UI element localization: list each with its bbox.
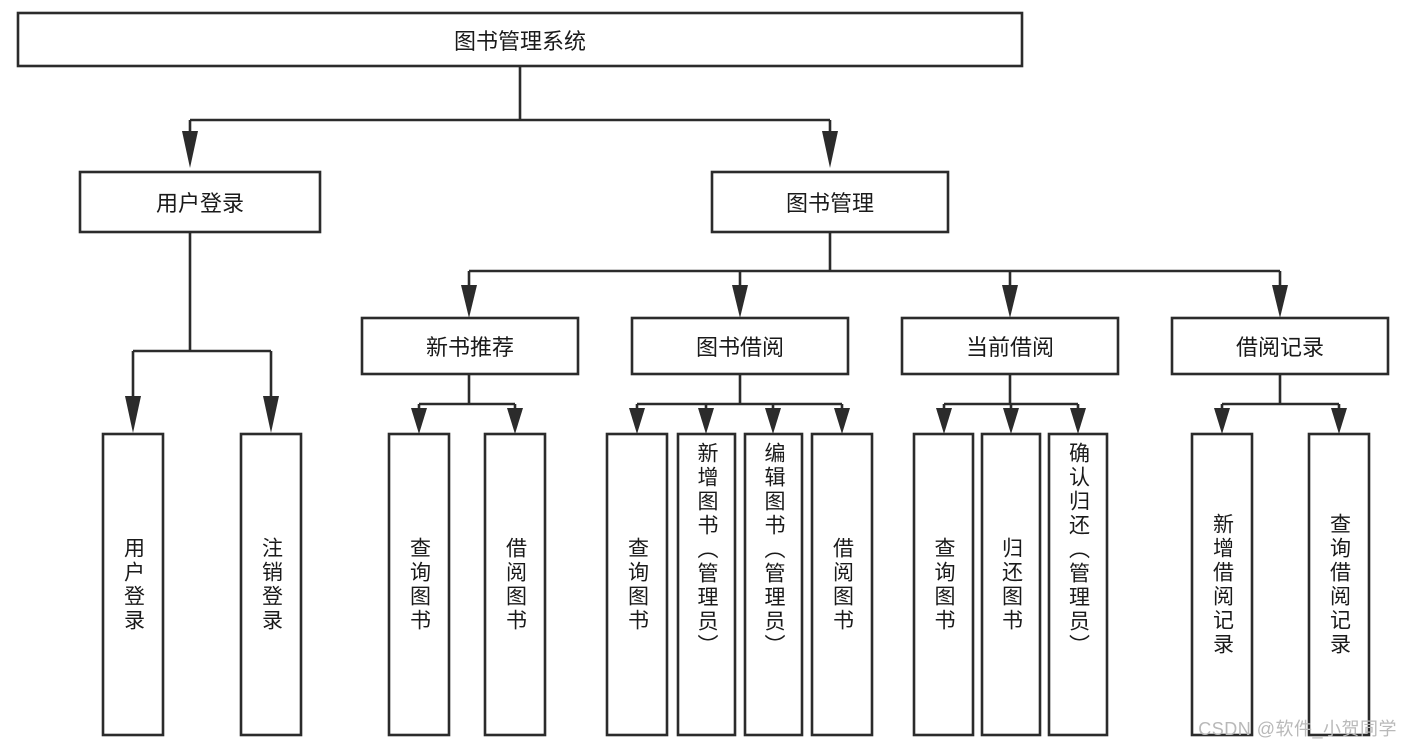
arrowhead-leaf-add-record xyxy=(1214,408,1230,434)
node-box-root[interactable] xyxy=(16,11,1024,68)
arrowhead-leaf-user-login xyxy=(125,396,141,433)
node-box-leaf-borrow-book-2[interactable] xyxy=(810,432,874,737)
node-box-leaf-return-book[interactable] xyxy=(980,432,1042,737)
arrowhead-leaf-add-book xyxy=(698,408,714,434)
node-box-new-book-recommend[interactable] xyxy=(360,316,580,376)
node-box-book-management[interactable] xyxy=(710,170,950,234)
node-box-leaf-add-book[interactable] xyxy=(676,432,737,737)
connector-group-bookmanagement-to-level3 xyxy=(461,232,1288,318)
arrowhead-new-book xyxy=(461,285,477,318)
arrowhead-leaf-edit-book xyxy=(765,408,781,434)
node-box-book-borrow[interactable] xyxy=(630,316,850,376)
connector-group-newbook-to-leaves xyxy=(411,374,523,434)
arrowhead-borrow-record xyxy=(1272,285,1288,318)
node-box-leaf-edit-book[interactable] xyxy=(743,432,804,737)
connector-group-root-to-level2 xyxy=(182,66,838,168)
arrowhead-leaf-logout xyxy=(263,396,279,433)
connector-group-userlogin-to-leaves xyxy=(125,232,279,433)
arrowhead-current-borrow xyxy=(1002,285,1018,318)
connector-group-bookborrow-to-leaves xyxy=(629,374,850,434)
node-box-leaf-confirm-return[interactable] xyxy=(1047,432,1109,737)
arrowhead-user-login xyxy=(182,131,198,168)
arrowhead-leaf-query-record xyxy=(1331,408,1347,434)
arrowhead-book-borrow xyxy=(732,285,748,318)
node-box-leaf-user-login[interactable] xyxy=(101,432,165,737)
node-box-user-login[interactable] xyxy=(78,170,322,234)
arrowhead-leaf-query-book-2 xyxy=(629,408,645,434)
connector-group-borrowrecord-to-leaves xyxy=(1214,374,1347,434)
arrowhead-leaf-borrow-book-1 xyxy=(507,408,523,434)
node-box-leaf-borrow-book-1[interactable] xyxy=(483,432,547,737)
node-box-leaf-query-book-2[interactable] xyxy=(605,432,669,737)
node-box-borrow-record[interactable] xyxy=(1170,316,1390,376)
arrowhead-leaf-confirm-return xyxy=(1070,408,1086,434)
node-box-leaf-logout[interactable] xyxy=(239,432,303,737)
connector-group-currentborrow-to-leaves xyxy=(936,374,1086,434)
arrowhead-leaf-borrow-book-2 xyxy=(834,408,850,434)
node-box-leaf-add-record[interactable] xyxy=(1190,432,1254,737)
arrowhead-leaf-return-book xyxy=(1003,408,1019,434)
node-box-leaf-query-book-3[interactable] xyxy=(912,432,975,737)
arrowhead-book-management xyxy=(822,131,838,168)
node-box-leaf-query-record[interactable] xyxy=(1307,432,1371,737)
node-box-current-borrow[interactable] xyxy=(900,316,1120,376)
watermark-text: CSDN @软件_小贺同学 xyxy=(1198,719,1397,739)
arrowhead-leaf-query-book-3 xyxy=(936,408,952,434)
node-box-leaf-query-book-1[interactable] xyxy=(387,432,451,737)
arrowhead-leaf-query-book-1 xyxy=(411,408,427,434)
